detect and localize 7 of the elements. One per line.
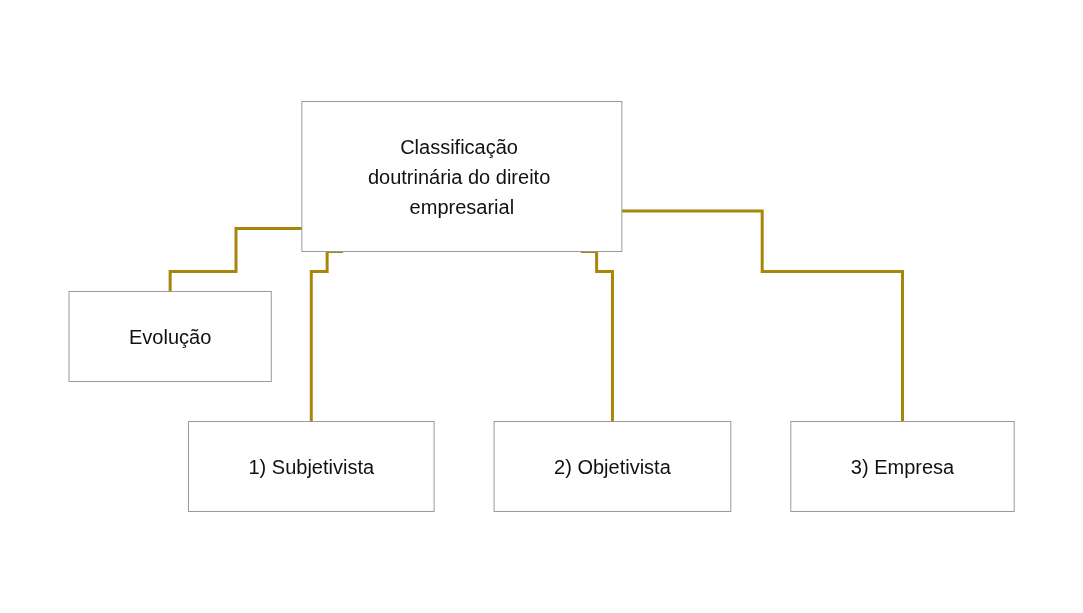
node-box: Classificação doutrinária do direito empresarial xyxy=(301,101,623,252)
connector xyxy=(621,209,904,423)
connector xyxy=(168,227,302,293)
node-box: 2) Objetivista xyxy=(493,421,732,512)
node-box: 1) Subjetivista xyxy=(187,421,435,512)
node-box: 3) Empresa xyxy=(790,421,1015,512)
node-box: Evolução xyxy=(68,291,272,382)
